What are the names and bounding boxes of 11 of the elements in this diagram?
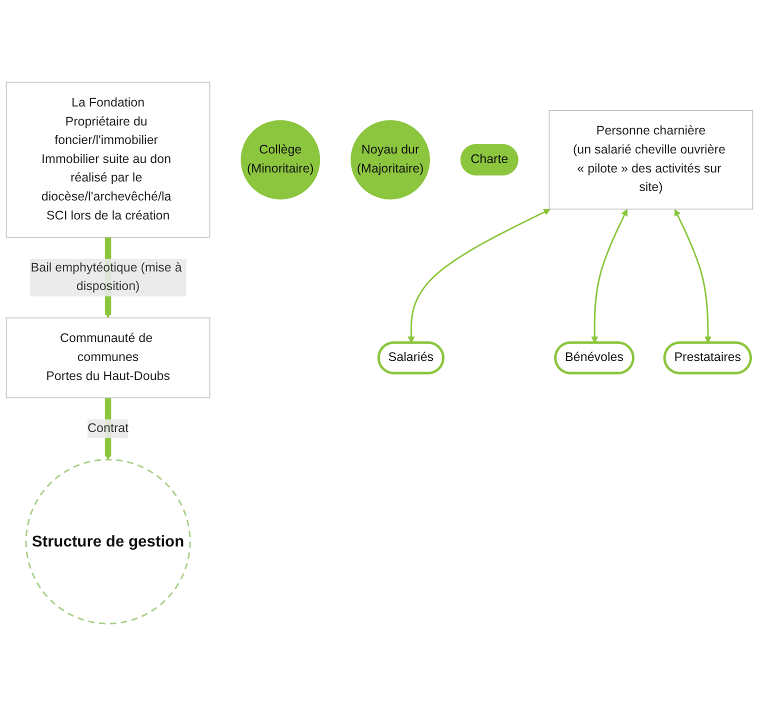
node-circle: Noyau dur (Majoritaire) xyxy=(350,120,430,200)
edge-label: Contrat xyxy=(88,422,129,436)
node-circle: Structure de gestion xyxy=(25,458,191,624)
arrow xyxy=(591,209,628,344)
arrow xyxy=(674,209,712,344)
edge-label: Bail emphytéotique (mise à disposition) xyxy=(30,261,182,294)
node-box: Personne charnière (un salarié cheville ouvrière « pilote » des activités sur site) xyxy=(548,110,754,210)
node-circle: Collège (Minoritaire) xyxy=(240,120,320,200)
node-box: La Fondation Propriétaire du foncier/l'immobilier Immobilier suite au don réalisé par le diocèse/l'archevêché/la SCI lors de la création xyxy=(6,82,210,238)
node-box: Communauté de communes Portes du Haut-Doubs xyxy=(6,318,210,398)
arrow xyxy=(408,208,550,344)
